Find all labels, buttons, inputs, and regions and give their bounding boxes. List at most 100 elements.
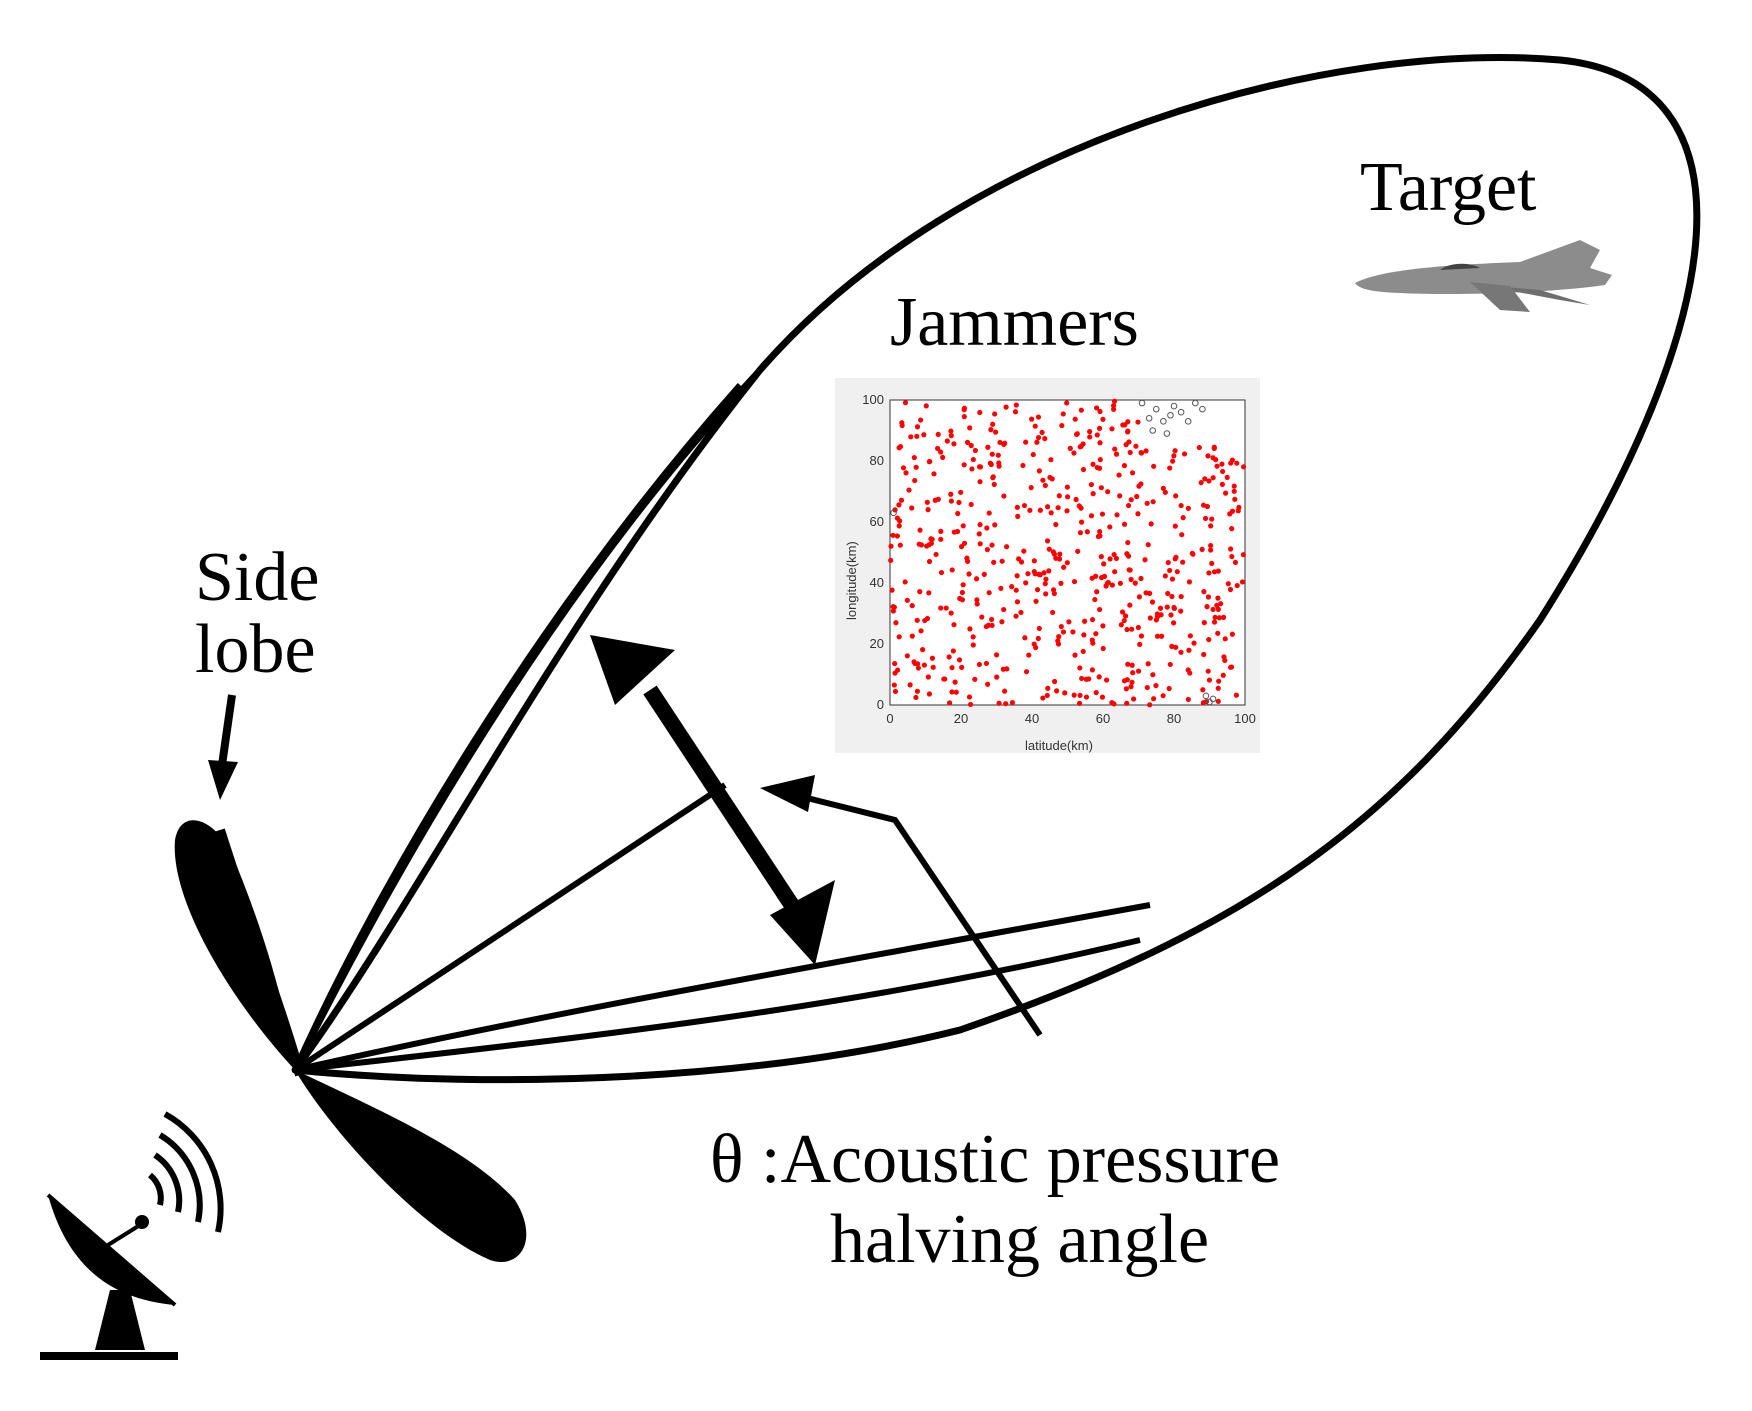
jammer-point [1130, 670, 1136, 676]
jammer-point [1199, 546, 1205, 552]
jammer-point [904, 597, 910, 603]
jammer-point [1191, 640, 1197, 646]
jammer-point [1014, 504, 1020, 510]
jammer-point [972, 676, 978, 682]
jammer-point [1162, 489, 1168, 495]
jammer-point [989, 542, 995, 548]
theta-label-line2: halving angle [830, 1201, 1209, 1278]
jammer-point [952, 679, 958, 685]
jammer-point [891, 682, 897, 688]
jammer-point [996, 460, 1002, 466]
jammer-point [1093, 405, 1100, 411]
jammer-point [1180, 559, 1186, 565]
jammer-point [899, 420, 905, 426]
jammer-point [1002, 688, 1008, 694]
jammer-point [1090, 640, 1096, 646]
jammer-point [920, 647, 926, 653]
hollow-point [890, 509, 897, 517]
jammer-point [1004, 544, 1010, 550]
side-lobe-label-line1: Side [195, 539, 319, 616]
jammer-point [1042, 482, 1048, 489]
jammer-point [1101, 561, 1107, 567]
jammer-point [1060, 629, 1067, 635]
jammer-point [914, 433, 920, 439]
jammer-point [1123, 442, 1129, 448]
jammer-point [943, 605, 949, 611]
hollow-point [1209, 695, 1217, 703]
jammer-point [908, 434, 914, 440]
jammer-point [1113, 555, 1120, 562]
jammer-point [1212, 614, 1218, 620]
jammer-point [1129, 626, 1135, 632]
jammer-point [986, 590, 992, 596]
jammer-point [970, 456, 976, 463]
jammer-point [926, 590, 932, 596]
jammer-point [1116, 472, 1122, 478]
jammer-point [1109, 582, 1115, 588]
jammer-point [1097, 606, 1103, 613]
jammer-point [938, 605, 944, 611]
jammer-point [892, 660, 898, 667]
jammer-point [977, 541, 983, 547]
jammer-point [930, 664, 936, 670]
jammer-point [1186, 579, 1193, 585]
target-label: Target [1360, 149, 1537, 226]
jammer-point [1209, 560, 1215, 567]
jammer-point [1187, 633, 1193, 639]
jammer-point [1030, 451, 1036, 458]
jammer-point [909, 633, 915, 639]
jammer-point [1173, 493, 1179, 499]
jammer-point [914, 617, 920, 623]
jammer-point [1129, 679, 1135, 685]
jammer-point [902, 400, 909, 406]
jammer-point [902, 579, 908, 585]
jammer-point [948, 428, 954, 434]
jammer-point [1225, 581, 1231, 587]
jammer-point [1208, 523, 1214, 529]
jammer-point [1135, 624, 1141, 631]
jammer-point [933, 551, 939, 558]
jammer-point [926, 459, 932, 465]
jammer-point [1094, 432, 1100, 438]
jammer-point [1103, 677, 1110, 683]
jammer-point [1234, 582, 1240, 589]
beam-axis-line [293, 782, 727, 1073]
jammer-point [1046, 568, 1052, 574]
jammer-point [1087, 434, 1093, 440]
jammer-point [1143, 448, 1149, 454]
jammer-point [989, 451, 995, 457]
jammer-point [935, 431, 941, 438]
jammer-point [966, 694, 973, 700]
jammer-point [1072, 416, 1078, 422]
jammer-point [1124, 551, 1130, 557]
jammer-point [1047, 474, 1053, 481]
jammer-point [1029, 416, 1035, 422]
jammer-point [976, 661, 983, 668]
jammer-point [961, 540, 968, 546]
jammer-point [918, 417, 924, 423]
jammer-point [1012, 409, 1019, 415]
x-tick-label: 20 [954, 711, 968, 726]
jammer-point [1229, 526, 1235, 532]
jammer-point [1035, 635, 1041, 642]
jammer-point [1014, 573, 1020, 579]
jammer-point [1138, 575, 1144, 582]
jammer-point [1064, 494, 1071, 500]
jammer-point [1056, 493, 1062, 499]
jammer-point [1094, 589, 1100, 595]
jammer-point [960, 523, 966, 529]
jammer-point [950, 648, 956, 654]
x-tick-label: 40 [1025, 711, 1039, 726]
jammer-point [1138, 481, 1144, 487]
jammer-point [990, 475, 996, 481]
jammer-point [1205, 453, 1211, 459]
jammer-point [1112, 446, 1118, 452]
jammer-point [1045, 504, 1051, 510]
jammer-point [967, 701, 974, 708]
jammer-point [1223, 490, 1229, 496]
jammer-point [1092, 596, 1098, 603]
hollow-point [1192, 399, 1199, 407]
jammer-point [1052, 678, 1058, 685]
jammer-point [1113, 451, 1120, 457]
